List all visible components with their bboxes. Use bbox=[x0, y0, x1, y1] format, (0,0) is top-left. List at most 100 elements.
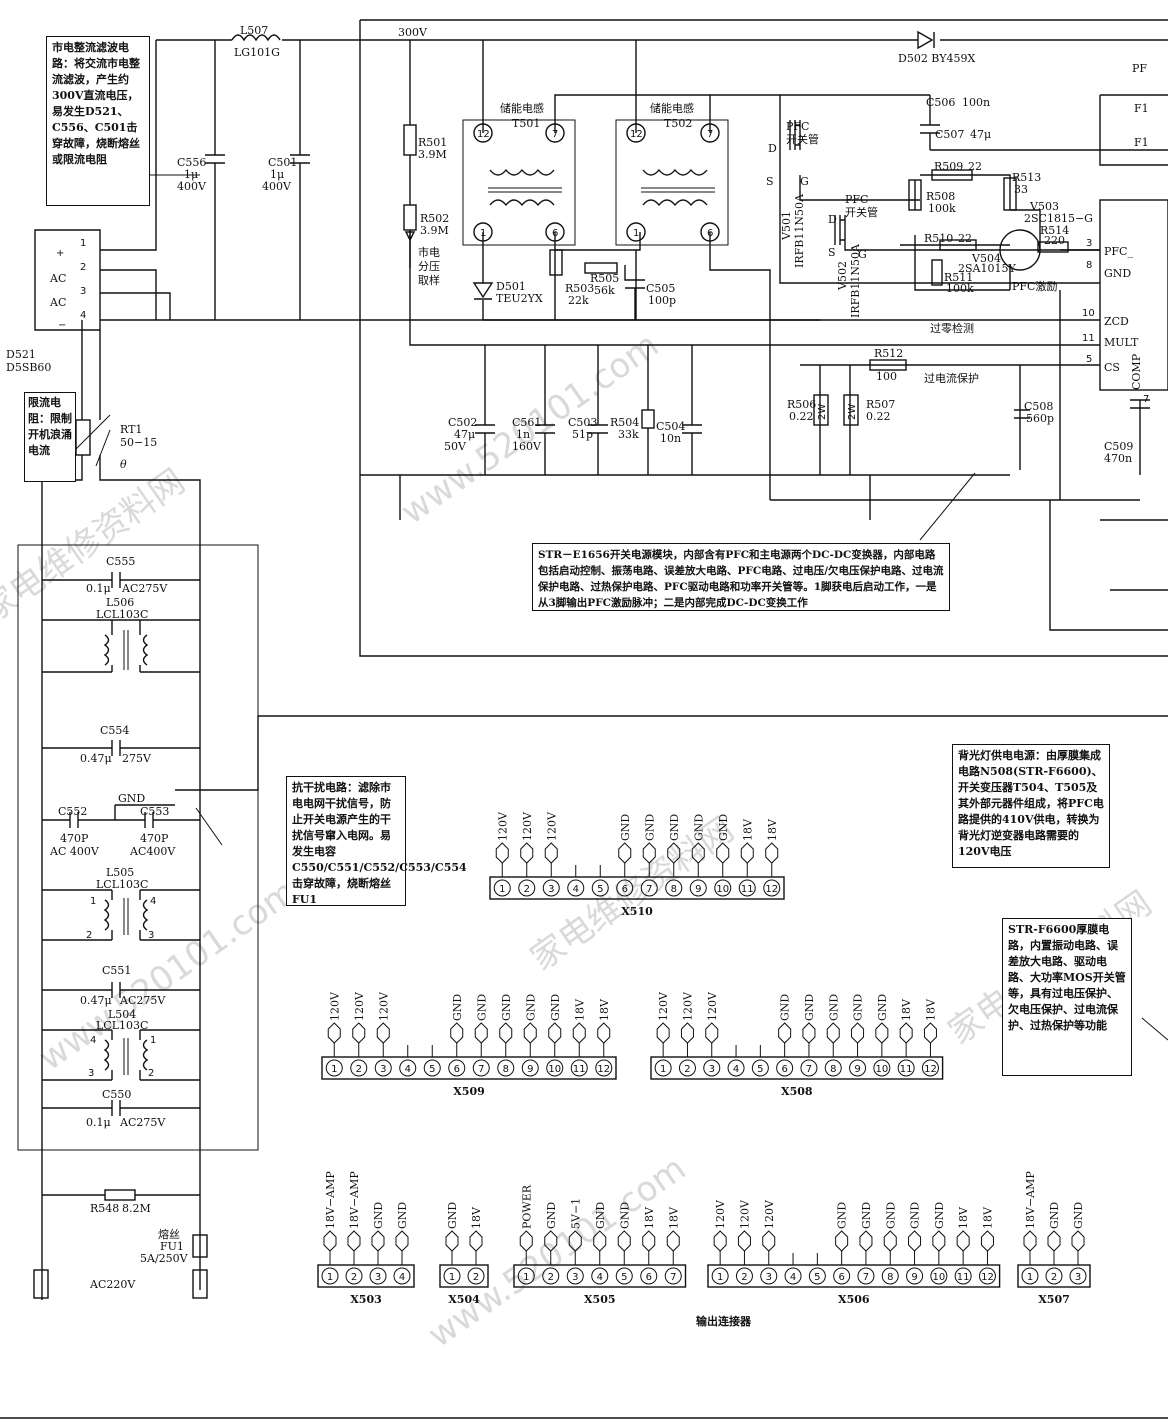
c508-value: 560p bbox=[1026, 412, 1054, 425]
connector-pin-number: 1 bbox=[327, 1272, 333, 1283]
c554-value2: 275V bbox=[122, 752, 152, 765]
connector-pin bbox=[727, 1059, 745, 1077]
c561-value1: 1n bbox=[516, 428, 530, 441]
connector-name: X510 bbox=[621, 905, 653, 918]
connector-pin bbox=[423, 1059, 441, 1077]
connector-pin-label: 120V bbox=[681, 991, 694, 1021]
connector-pin bbox=[542, 879, 560, 897]
c504-value: 10n bbox=[660, 432, 681, 445]
connector-terminal bbox=[347, 1230, 361, 1252]
ic-pin-pfc: PFC_ bbox=[1104, 245, 1133, 258]
r548-label: R548 bbox=[90, 1202, 119, 1215]
connector-terminal bbox=[642, 1230, 656, 1252]
mos-g-label: G bbox=[800, 175, 809, 188]
connector-pin-number: 2 bbox=[1051, 1272, 1057, 1283]
connector-pin-label: GND bbox=[549, 994, 562, 1021]
bridge-pin4: 4 bbox=[80, 310, 86, 321]
connector-pin-number: 11 bbox=[900, 1064, 913, 1075]
connector-pin-label: GND bbox=[594, 1202, 607, 1229]
bridge-minus: − bbox=[58, 320, 66, 331]
ic-pinnum-5: 5 bbox=[1086, 354, 1092, 365]
connector-pin-number: 5 bbox=[757, 1064, 763, 1075]
connector-pin-number: 3 bbox=[766, 1272, 772, 1283]
ic-pin-comp: COMP bbox=[1130, 353, 1143, 390]
bridge-ac1: AC bbox=[49, 272, 66, 285]
connector-terminal bbox=[932, 1230, 946, 1252]
c504-label: C504 bbox=[656, 420, 685, 433]
ocp-label: 过电流保护 bbox=[924, 371, 979, 385]
c502-value2: 50V bbox=[444, 440, 467, 453]
connector-terminal bbox=[352, 1022, 366, 1044]
connector-pin-label: 18V bbox=[957, 1206, 970, 1229]
c550-value2: AC275V bbox=[119, 1116, 166, 1129]
connector-pin-number: 2 bbox=[741, 1272, 747, 1283]
connector-terminal bbox=[520, 842, 534, 864]
fu1-label: FU1 bbox=[160, 1240, 184, 1253]
ic-pinnum-11: 11 bbox=[1082, 333, 1095, 344]
emi-filter-wiring bbox=[17, 320, 1168, 1300]
connector-pin bbox=[930, 1267, 948, 1285]
r510-value: 22 bbox=[958, 232, 972, 245]
ic-pin-gnd: GND bbox=[1104, 267, 1131, 280]
connector-pin-number: 3 bbox=[548, 884, 554, 895]
t502-title: 储能电感 bbox=[650, 101, 694, 115]
c507-value: 47μ bbox=[970, 128, 991, 141]
connector-pin-label: 18V bbox=[667, 1206, 680, 1229]
connector-terminal bbox=[544, 842, 558, 864]
connector-terminal bbox=[593, 1230, 607, 1252]
component-symbols-upper bbox=[403, 30, 1150, 429]
connector-name: X508 bbox=[781, 1085, 813, 1098]
pfc1-label2: 开关管 bbox=[786, 132, 819, 146]
sample-label-1: 市电 bbox=[418, 245, 440, 259]
connector-pin-label: 18V bbox=[766, 818, 779, 841]
f1-label-a: F1 bbox=[1134, 102, 1149, 115]
r508-value: 100k bbox=[928, 202, 956, 215]
connector-pin bbox=[518, 879, 536, 897]
v504-value: 2SA1015Y bbox=[958, 262, 1016, 275]
connector-pin-label: 120V bbox=[328, 991, 341, 1021]
l506-value: LCL103C bbox=[96, 608, 148, 621]
r507-power: 2W bbox=[847, 404, 858, 420]
r503-label: R503 bbox=[565, 282, 594, 295]
connector-terminal bbox=[740, 842, 754, 864]
connector-pin bbox=[497, 1059, 515, 1077]
connector-terminal bbox=[450, 1022, 464, 1044]
connector-name: X504 bbox=[448, 1293, 480, 1306]
connector-terminal bbox=[327, 1022, 341, 1044]
connector-pin bbox=[567, 879, 585, 897]
l505-pin3: 3 bbox=[148, 930, 154, 941]
connector-pin-number: 7 bbox=[670, 1272, 676, 1283]
connector-pin-number: 7 bbox=[863, 1272, 869, 1283]
ic-pin-zcd: ZCD bbox=[1104, 315, 1129, 328]
connector-terminal bbox=[617, 1230, 631, 1252]
connector-pin bbox=[493, 879, 511, 897]
connector-name: X509 bbox=[453, 1085, 485, 1098]
r501-label: R501 bbox=[418, 136, 447, 149]
connector-pin-label: GND bbox=[500, 994, 513, 1021]
connector-pin-number: 2 bbox=[473, 1272, 479, 1283]
l504-pin3: 3 bbox=[88, 1068, 94, 1079]
connector-pin-label: 120V bbox=[545, 811, 558, 841]
connector-pin-number: 2 bbox=[684, 1064, 690, 1075]
c501-value1: 1μ bbox=[270, 168, 284, 181]
r509-value: 22 bbox=[968, 160, 982, 173]
connector-pin-label: 120V bbox=[657, 991, 670, 1021]
connector-terminal bbox=[762, 1230, 776, 1252]
connector-pin bbox=[640, 879, 658, 897]
connector-pin-label: GND bbox=[803, 994, 816, 1021]
connector-terminal bbox=[851, 1022, 865, 1044]
connector-pin-label: 18V bbox=[981, 1206, 994, 1229]
connector-pin-number: 11 bbox=[573, 1064, 586, 1075]
pfc2-label: PFC bbox=[845, 193, 868, 206]
connector-pin-label: 18V bbox=[598, 998, 611, 1021]
v502-label: V502 bbox=[836, 261, 849, 291]
connector-pin bbox=[325, 1059, 343, 1077]
l505-value: LCL103C bbox=[96, 878, 148, 891]
connector-terminal bbox=[445, 1230, 459, 1252]
connector-pin-number: 3 bbox=[1075, 1272, 1081, 1283]
t501-title: 储能电感 bbox=[500, 101, 544, 115]
v300-label: 300V bbox=[398, 26, 428, 39]
c502-label: C502 bbox=[448, 416, 477, 429]
connector-pin-number: 2 bbox=[524, 884, 530, 895]
